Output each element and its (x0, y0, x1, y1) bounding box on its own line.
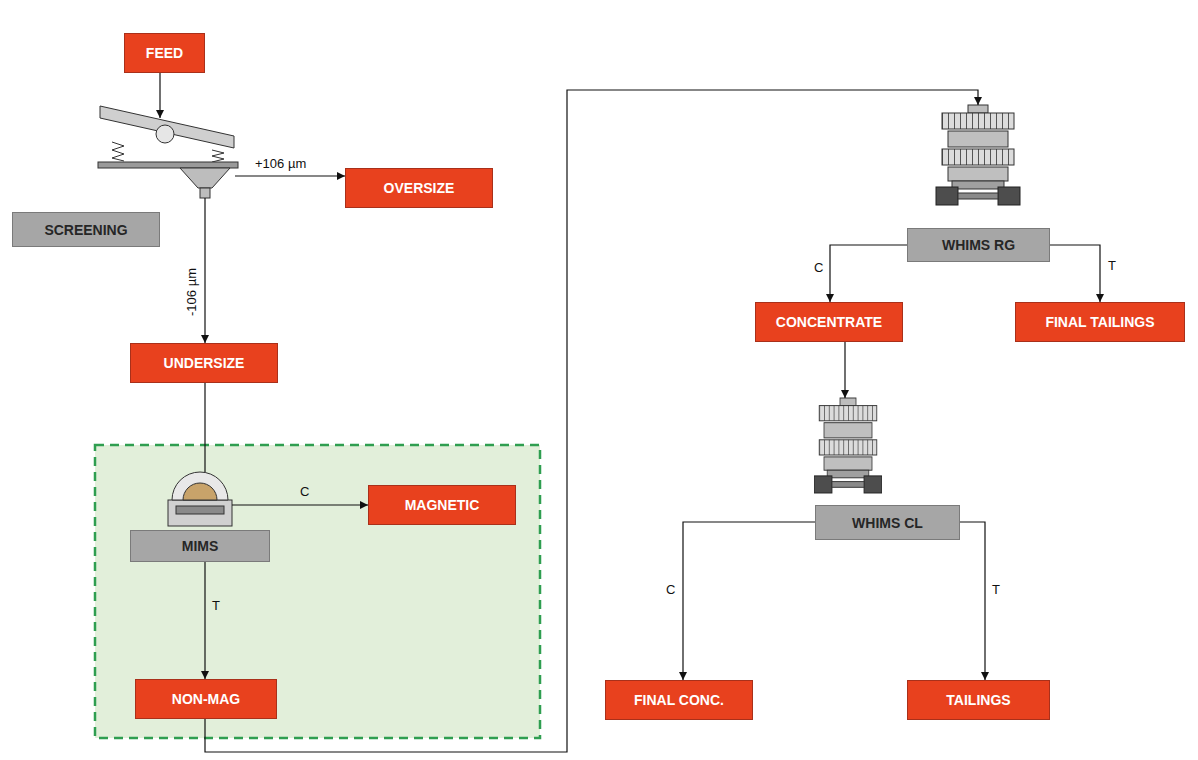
equipment-unit: WHIMS RG (907, 105, 1050, 262)
stream-label: +106 µm (255, 156, 306, 172)
flow-connector (683, 522, 815, 680)
box-label: UNDERSIZE (164, 355, 245, 371)
flow-connector (270, 504, 368, 505)
whims-symbol (814, 398, 881, 493)
equipment-label: WHIMS RG (907, 228, 1050, 262)
stream-box: OVERSIZE (345, 168, 493, 208)
box-label: CONCENTRATE (776, 314, 882, 330)
flow-connector (205, 90, 978, 752)
process-region (95, 445, 540, 738)
stream-label: C (814, 260, 823, 276)
box-label: MAGNETIC (405, 497, 480, 513)
flow-connector (844, 342, 845, 398)
stream-box: FINAL TAILINGS (1015, 302, 1185, 342)
stream-label: C (666, 582, 675, 598)
equipment-label: WHIMS CL (815, 505, 960, 540)
stream-box: FEED (124, 33, 205, 73)
flow-connector (204, 562, 205, 679)
equipment-label: MIMS (130, 530, 270, 562)
stream-box: UNDERSIZE (130, 343, 278, 383)
box-label: WHIMS CL (852, 515, 923, 531)
stream-box: CONCENTRATE (755, 302, 903, 342)
flow-connector (235, 175, 345, 176)
stream-box: TAILINGS (907, 680, 1050, 720)
flow-connector (159, 73, 160, 118)
equipment-unit: SCREENING (12, 118, 235, 247)
flow-connector (204, 383, 205, 465)
drum-separator-symbol (168, 465, 270, 526)
box-label: MIMS (182, 538, 219, 554)
flow-connector (1050, 245, 1100, 302)
stream-box: FINAL CONC. (605, 680, 753, 720)
whims-symbol (936, 105, 1020, 205)
flow-connector (830, 245, 907, 302)
stream-label: T (1108, 258, 1116, 274)
stream-box: MAGNETIC (368, 485, 516, 525)
stream-label: -106 µm (184, 260, 200, 324)
equipment-unit: MIMS (130, 465, 270, 562)
stream-label: C (300, 484, 309, 500)
box-label: OVERSIZE (384, 180, 455, 196)
box-label: SCREENING (44, 222, 127, 238)
stream-label: T (212, 598, 220, 614)
box-label: WHIMS RG (942, 237, 1015, 253)
box-label: FINAL CONC. (634, 692, 724, 708)
equipment-unit: WHIMS CL (815, 398, 960, 540)
box-label: NON-MAG (172, 691, 240, 707)
equipment-label: SCREENING (12, 212, 160, 247)
box-label: TAILINGS (946, 692, 1010, 708)
stream-label: T (992, 582, 1000, 598)
box-label: FEED (146, 45, 183, 61)
box-label: FINAL TAILINGS (1045, 314, 1154, 330)
flow-connector (960, 522, 985, 680)
flow-connector (204, 247, 205, 343)
stream-box: NON-MAG (135, 679, 277, 719)
